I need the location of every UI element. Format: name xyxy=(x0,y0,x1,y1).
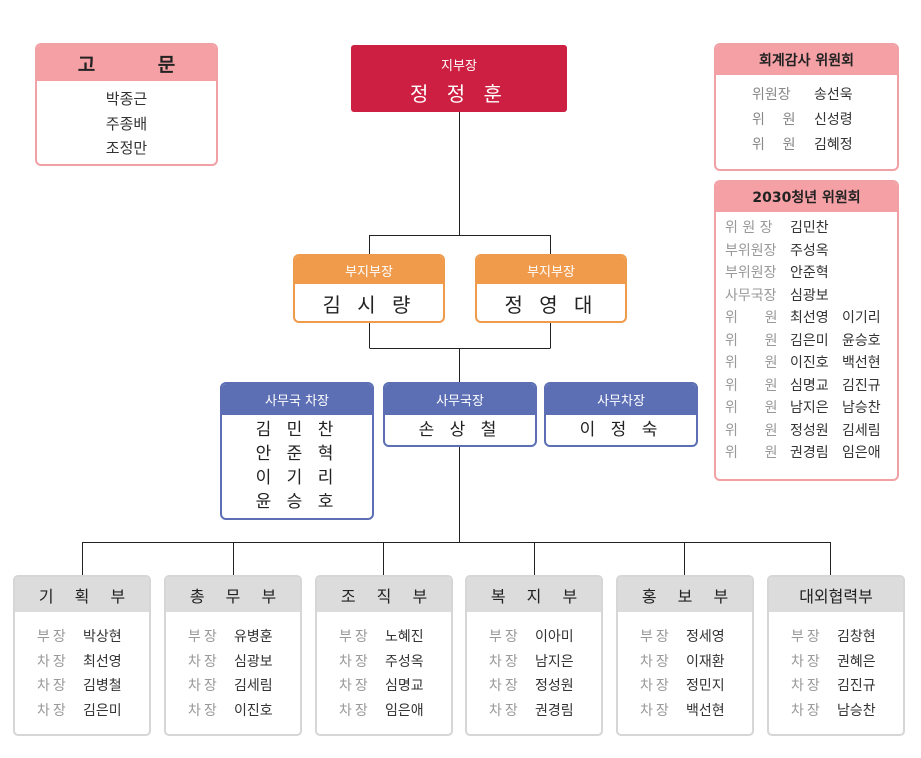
audit-committee-title: 회계감사 위원회 xyxy=(716,45,897,75)
advisor-member: 박종근 xyxy=(105,90,148,108)
secretariat-vice-box: 사무차장 이 정 숙 xyxy=(544,382,698,447)
youth-committee-title: 2030청년 위원회 xyxy=(716,182,897,212)
advisor-member: 주종배 xyxy=(105,114,148,133)
vice-head-box-1: 부지부장 김 시 량 xyxy=(293,254,445,323)
vice-head-name: 정 영 대 xyxy=(504,293,598,317)
secretariat-chief-title: 사무국장 xyxy=(385,384,535,415)
advisor-box: 고 문 박종근 주종배 조정만 xyxy=(35,43,218,166)
secretariat-deputy-name: 이 기 리 xyxy=(255,468,339,488)
vice-head-title: 부지부장 xyxy=(477,256,625,284)
secretariat-chief-box: 사무국장 손 상 철 xyxy=(383,382,537,447)
secretariat-chief-name: 손 상 철 xyxy=(418,420,502,440)
department-title: 총 무 부 xyxy=(166,577,300,612)
secretariat-deputy-title: 사무국 차장 xyxy=(222,384,372,415)
branch-head-name: 정 정 훈 xyxy=(410,82,508,106)
department-title: 조 직 부 xyxy=(317,577,451,612)
secretariat-vice-name: 이 정 숙 xyxy=(579,420,663,440)
secretariat-deputy-name: 김 민 찬 xyxy=(255,420,339,440)
secretariat-deputy-box: 사무국 차장 김 민 찬 안 준 혁 이 기 리 윤 승 호 xyxy=(220,382,374,520)
vice-head-box-2: 부지부장 정 영 대 xyxy=(475,254,627,323)
department-title: 대외협력부 xyxy=(769,577,903,612)
advisor-title: 고 문 xyxy=(37,45,216,81)
advisor-member: 조정만 xyxy=(105,139,148,157)
department-title: 홍 보 부 xyxy=(618,577,752,612)
vice-head-title: 부지부장 xyxy=(295,256,443,284)
branch-head-title: 지부장 xyxy=(441,59,477,74)
vice-head-name: 김 시 량 xyxy=(322,293,416,317)
branch-head-box: 지부장 정 정 훈 xyxy=(351,45,567,112)
secretariat-deputy-name: 윤 승 호 xyxy=(255,492,339,512)
secretariat-vice-title: 사무차장 xyxy=(546,384,696,415)
secretariat-deputy-name: 안 준 혁 xyxy=(255,444,339,464)
department-title: 복 지 부 xyxy=(467,577,601,612)
department-title: 기 획 부 xyxy=(15,577,149,612)
